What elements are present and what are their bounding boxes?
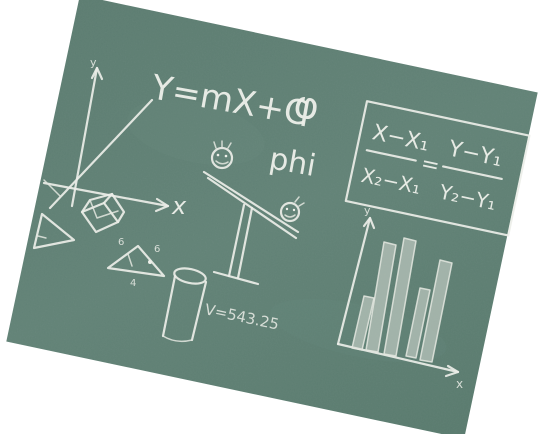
chalk-bar-2: [366, 242, 396, 352]
slope-formula-box: X−X₁ X₂−X₁ = Y−Y₁ Y₂−Y₁: [344, 100, 531, 237]
chart-x-label: x: [456, 377, 463, 391]
left-axis-y-label: y: [90, 56, 97, 69]
smiley-left-icon: [210, 146, 234, 170]
triangle-left-drawing: [32, 212, 76, 250]
chalk-bar-4: [406, 288, 430, 358]
left-axis-x-label: x: [171, 192, 187, 220]
cylinder-drawing: [161, 267, 208, 343]
triangle-label-c: 4: [130, 278, 136, 289]
seesaw-drawing: [202, 140, 305, 286]
chalk-bar-5: [420, 260, 452, 362]
chart-y-label: y: [364, 204, 371, 217]
triangle-label-b: 6: [154, 244, 160, 255]
phi-word: phi: [267, 141, 319, 184]
triangle-labeled-drawing: 6 6 4: [106, 237, 166, 289]
chalk-bar-3: [384, 238, 416, 356]
bar-chart-sketch: y x: [336, 204, 463, 391]
smiley-right-icon: [279, 201, 301, 223]
triangle-label-a: 6: [118, 237, 124, 248]
chalk-bar-1: [352, 296, 374, 350]
slope-equals: =: [419, 151, 442, 179]
cube-drawing: [80, 192, 126, 234]
